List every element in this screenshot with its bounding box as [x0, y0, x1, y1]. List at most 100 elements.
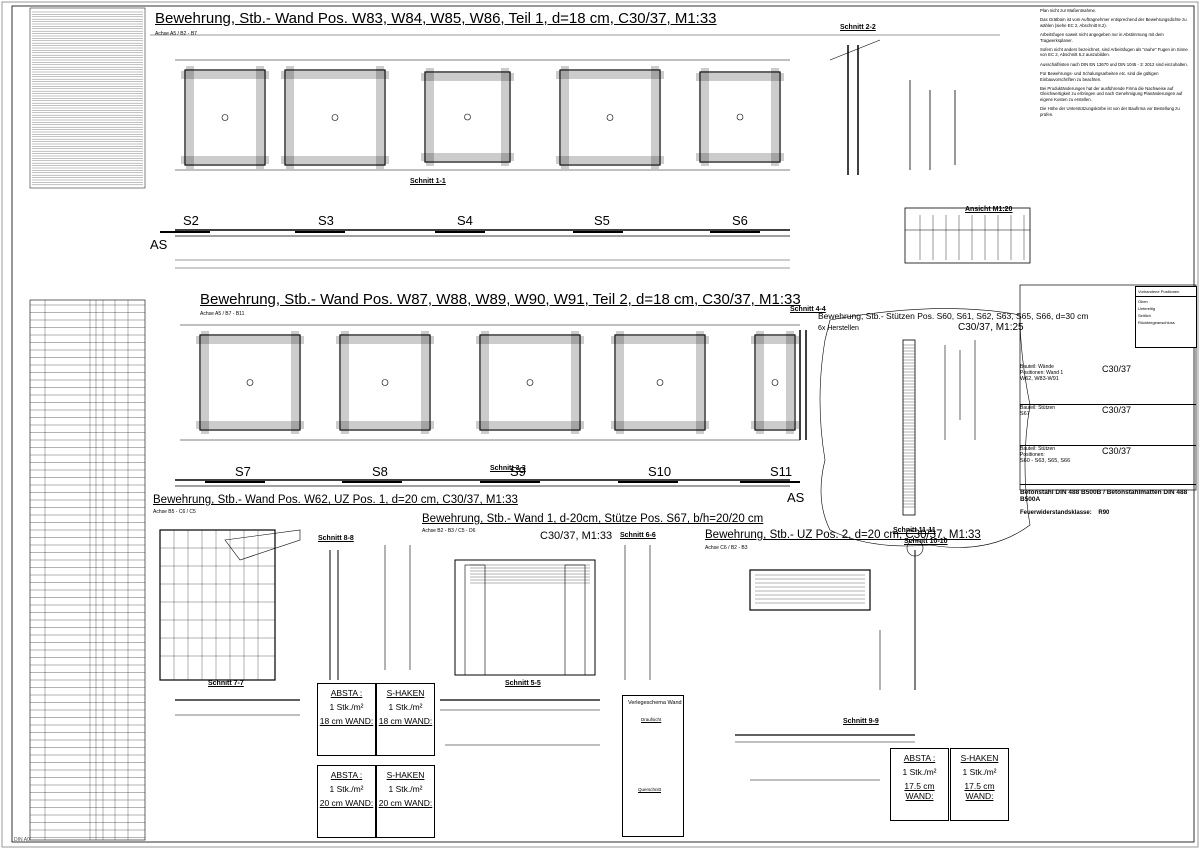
- spec-items: W62, W83-W91: [1020, 376, 1059, 382]
- section-11-11: Schnitt 11-11: [893, 527, 936, 534]
- wall-panel: [464, 564, 486, 676]
- title-uz-2: Bewehrung, Stb.- UZ Pos. 2, d=20 cm, C30…: [705, 529, 981, 541]
- section-6-6: Schnitt 6-6: [620, 532, 656, 539]
- spec-concrete: C30/37: [1102, 364, 1132, 374]
- as-label-1: AS: [150, 237, 168, 252]
- layout-scheme-cross: Querschnitt: [638, 787, 662, 792]
- support-s6: S6: [732, 213, 748, 228]
- hook-spec-box: S-HAKEN 1 Stk./m² 18 cm WAND:: [376, 683, 435, 756]
- steel-spec: Betonstahl DIN 488 B500B / Betonstahlmat…: [1020, 489, 1188, 503]
- support-s10: S10: [648, 464, 672, 479]
- position-marker: [656, 379, 664, 386]
- support-s2: S2: [183, 213, 199, 228]
- fire-label: Feuerwiderstandsklasse:: [1020, 510, 1092, 516]
- position-marker: [331, 114, 339, 121]
- hook-qty: 1 Stk./m²: [388, 702, 423, 712]
- hook-wall: 20 cm WAND:: [319, 798, 374, 808]
- hook-qty: 1 Stk./m²: [902, 767, 937, 777]
- spec-concrete: C30/37: [1102, 405, 1132, 415]
- legend-row: Rückbiegeanschluss: [1138, 320, 1175, 325]
- hook-name: ABSTA :: [903, 753, 936, 763]
- wall-panel: [339, 334, 431, 431]
- column-elevation: [902, 339, 916, 516]
- support-s4: S4: [457, 213, 473, 228]
- wall-panel: [159, 529, 276, 681]
- uz-beam: [224, 529, 301, 561]
- support-s7: S7: [235, 464, 251, 479]
- schedule-table: [29, 7, 146, 189]
- wall-panel: [454, 559, 596, 676]
- legend-title: Vorhandene Positionen: [1136, 287, 1196, 297]
- fire-class: Feuerwiderstandsklasse: R90: [1020, 507, 1196, 516]
- axes-wall-w62: Achse B5 - C6 / C5: [153, 509, 196, 515]
- note-item: Bei Produktänderungen hat der ausführend…: [1040, 86, 1183, 102]
- wall-panel: [184, 69, 266, 166]
- spec-bauteil: Bauteil: Stützen: [1020, 446, 1056, 452]
- hook-spec-box: ABSTA : 1 Stk./m² 17.5 cm WAND:: [890, 748, 949, 821]
- section-2-2: Schnitt 2-2: [840, 24, 876, 31]
- spec-pos: Positionen: Wand 1: [1020, 370, 1064, 376]
- elevation-title: Ansicht M1:20: [965, 206, 1013, 213]
- section-5-5: Schnitt 5-5: [505, 680, 541, 687]
- note-item: Arbeitsfugen soweit nicht angegeben nur …: [1040, 32, 1164, 43]
- hook-name: S-HAKEN: [386, 770, 425, 780]
- title-columns: Bewehrung, Stb.- Stützen Pos. S60, S61, …: [818, 311, 1089, 321]
- position-marker: [246, 379, 254, 386]
- layout-scheme-box: Verlegeschema Wand Draufsicht Querschnit…: [622, 695, 684, 837]
- note-item: Für Bewehrungs- und Schalungsarbeiten et…: [1040, 71, 1159, 82]
- support-s5: S5: [594, 213, 610, 228]
- rebar-schedule: [29, 299, 146, 841]
- hook-wall: 18 cm WAND:: [319, 716, 374, 726]
- position-marker: [771, 379, 779, 386]
- layout-scheme-top: Draufsicht: [641, 717, 662, 722]
- wall-panel: [284, 69, 386, 166]
- note-item: Das Grätbüm ist vom Auftragnehmer entspr…: [1040, 17, 1187, 28]
- hook-name: S-HAKEN: [386, 688, 425, 698]
- legend-row: Untereitig: [1138, 306, 1156, 311]
- position-marker: [526, 379, 534, 386]
- wall-panel: [749, 569, 871, 611]
- axes-uz-2: Achse C6 / B2 - B3: [705, 545, 748, 551]
- section-3-3: Schnitt 3-3: [490, 465, 526, 472]
- hook-wall: 18 cm WAND:: [378, 716, 433, 726]
- section-1-1: Schnitt 1-1: [410, 178, 446, 185]
- wall-panel: [699, 71, 781, 163]
- title-wall-1: Bewehrung, Stb.- Wand 1, d-20cm, Stütze …: [422, 513, 764, 525]
- wall-panel: [754, 334, 796, 431]
- hook-qty: 1 Stk./m²: [962, 767, 997, 777]
- section-9-9: Schnitt 9-9: [843, 718, 879, 725]
- section-7-7: Schnitt 7-7: [208, 680, 244, 687]
- elevation-frame: [904, 207, 1031, 264]
- wall-panel: [614, 334, 706, 431]
- hook-wall: 17.5 cm WAND:: [904, 781, 935, 801]
- section-4-4: Schnitt 4-4: [790, 306, 826, 313]
- subtitle-wall-1: C30/37, M1:33: [540, 530, 613, 542]
- note-item: Die Höhe der Unterstützungskörbe ist von…: [1040, 106, 1180, 117]
- support-s9: S9: [510, 464, 526, 479]
- title-wall-part1: Bewehrung, Stb.- Wand Pos. W83, W84, W85…: [155, 10, 717, 27]
- spec-items: S67: [1020, 411, 1030, 417]
- support-s11: S11: [770, 464, 793, 479]
- fire-value: R90: [1098, 510, 1110, 516]
- general-notes: Plan nicht zur Maßentnahme.Das Grätbüm i…: [1040, 8, 1190, 121]
- as-label-2: AS: [787, 490, 805, 505]
- title-wall-part2: Bewehrung, Stb.- Wand Pos. W87, W88, W89…: [200, 291, 801, 308]
- note-item: Sofern nicht anders bezeichnet, sind Arb…: [1040, 47, 1188, 58]
- column-detail-cloud: [819, 308, 1031, 548]
- drawing-line: [829, 39, 881, 61]
- positions-legend: Vorhandene Positionen Oben Untereitig Se…: [1135, 286, 1197, 348]
- wall-panel: [199, 334, 301, 431]
- columns-count: 6x Herstellen: [818, 325, 859, 332]
- legend-row: Oben: [1138, 299, 1148, 304]
- spec-items: S60 - S63, S65, S66: [1020, 458, 1071, 464]
- hook-qty: 1 Stk./m²: [388, 784, 423, 794]
- axes-wall-part2: Achse A5 / B7 - B11: [200, 311, 245, 317]
- spec-concrete: C30/37: [1102, 446, 1132, 456]
